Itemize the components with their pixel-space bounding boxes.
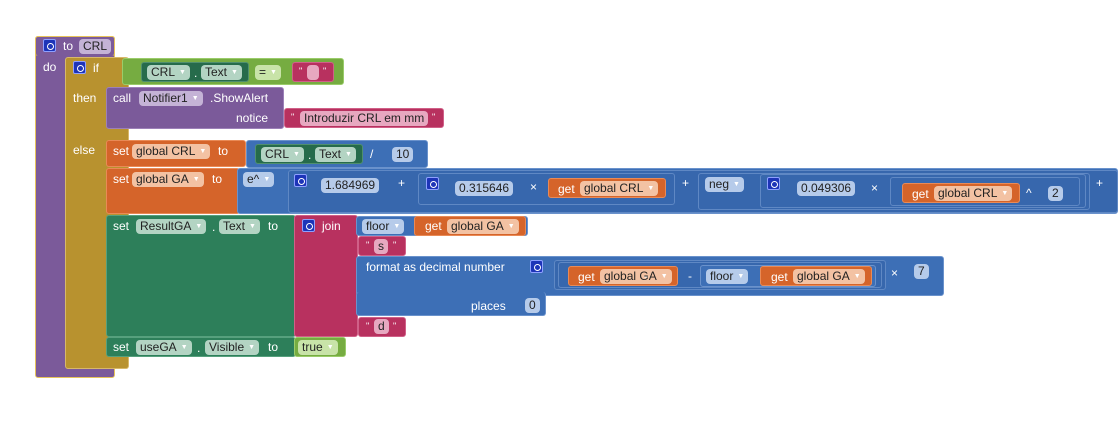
join-block[interactable]	[294, 215, 358, 337]
set-label: set	[113, 172, 130, 186]
notice-text-field[interactable]: Introduzir CRL em mm	[300, 111, 429, 126]
quote-close: "	[323, 66, 327, 76]
power-operator: ^	[1026, 186, 1032, 200]
quote-open: "	[291, 112, 295, 122]
global-ga-dropdown[interactable]: global GA▼	[447, 219, 519, 234]
global-ga-dropdown[interactable]: global GA▼	[793, 269, 865, 284]
times-operator: ×	[530, 180, 538, 194]
call-label: call	[113, 91, 132, 105]
product-mutator-gear-icon[interactable]	[767, 177, 780, 190]
global-ga-dropdown[interactable]: global GA▼	[132, 172, 204, 187]
quote-open: "	[366, 321, 370, 331]
text-s-field[interactable]: s	[374, 239, 388, 254]
text-property-dropdown[interactable]: Text▼	[219, 219, 260, 234]
plus-operator: +	[398, 176, 406, 190]
equals-operator-dropdown[interactable]: =▼	[255, 65, 281, 80]
plus-operator: +	[682, 176, 690, 190]
get-label: get	[912, 187, 929, 201]
empty-text-field[interactable]	[307, 65, 319, 80]
times-operator: ×	[871, 181, 879, 195]
format-decimal-label: format as decimal number	[366, 260, 505, 274]
join-mutator-gear-icon[interactable]	[302, 219, 315, 232]
then-label: then	[73, 91, 97, 105]
else-label: else	[73, 143, 96, 157]
dot-separator: .	[197, 341, 201, 355]
divisor-number-field[interactable]: 10	[392, 147, 414, 162]
multiplier-field[interactable]: 7	[914, 264, 929, 279]
notice-label: notice	[236, 111, 269, 125]
to-label: to	[268, 340, 279, 354]
quote-close: "	[393, 240, 397, 250]
resultga-component-dropdown[interactable]: ResultGA▼	[136, 219, 207, 234]
divide-operator: /	[370, 147, 374, 161]
crl-component-dropdown[interactable]: CRL▼	[261, 147, 304, 162]
to-label: to	[268, 219, 279, 233]
set-label: set	[113, 219, 130, 233]
exponent-field[interactable]: 2	[1048, 186, 1063, 201]
to-label: to	[212, 172, 223, 186]
minus-operator-visible: -	[688, 269, 692, 283]
usega-component-dropdown[interactable]: useGA▼	[136, 340, 192, 355]
set-resultga-text-block[interactable]	[106, 215, 296, 337]
product-mutator-gear-icon[interactable]	[426, 177, 439, 190]
sum-mutator-gear-icon[interactable]	[294, 174, 307, 187]
exp-function-dropdown[interactable]: e^▼	[243, 172, 275, 187]
crl-component-dropdown[interactable]: CRL▼	[147, 65, 190, 80]
text-property-dropdown[interactable]: Text▼	[201, 65, 242, 80]
true-dropdown[interactable]: true▼	[298, 340, 338, 355]
dot-separator: .	[194, 66, 198, 80]
if-label: if	[93, 61, 99, 75]
procedure-name-field[interactable]: CRL	[79, 39, 112, 54]
plus-operator: +	[1096, 176, 1104, 190]
do-label: do	[43, 60, 57, 74]
dot-separator: .	[308, 148, 312, 162]
quote-close: "	[393, 321, 397, 331]
times-operator: ×	[891, 266, 899, 280]
floor-function-dropdown[interactable]: floor▼	[362, 219, 405, 234]
const-0049306-field[interactable]: 0.049306	[797, 181, 856, 196]
places-field[interactable]: 0	[525, 298, 540, 313]
floor-function-dropdown[interactable]: floor▼	[706, 269, 749, 284]
procedure-keyword: to	[63, 39, 74, 53]
neg-function-dropdown[interactable]: neg▼	[705, 177, 744, 192]
quote-open: "	[299, 66, 303, 76]
global-crl-dropdown[interactable]: global CRL▼	[580, 181, 659, 196]
set-label: set	[113, 144, 130, 158]
method-name: .ShowAlert	[210, 91, 269, 105]
quote-close: "	[432, 112, 436, 122]
global-crl-dropdown[interactable]: global CRL▼	[132, 144, 211, 159]
mutator-gear-icon[interactable]	[43, 39, 56, 52]
text-property-dropdown[interactable]: Text▼	[315, 147, 356, 162]
global-ga-dropdown[interactable]: global GA▼	[600, 269, 672, 284]
minus-operator: -	[644, 269, 648, 283]
const-1684969-field[interactable]: 1.684969	[321, 178, 380, 193]
get-label: get	[771, 270, 788, 284]
join-label: join	[322, 219, 341, 233]
format-decimal-places-row	[356, 292, 546, 316]
get-label: get	[578, 270, 595, 284]
global-crl-dropdown[interactable]: global CRL▼	[934, 186, 1013, 201]
get-label: get	[558, 182, 575, 196]
get-label: get	[425, 219, 442, 233]
const-0315646-field[interactable]: 0.315646	[455, 181, 514, 196]
dot-separator: .	[212, 220, 216, 234]
quote-open: "	[366, 240, 370, 250]
if-mutator-gear-icon[interactable]	[73, 61, 86, 74]
to-label: to	[218, 144, 229, 158]
visible-property-dropdown[interactable]: Visible▼	[205, 340, 260, 355]
product-mutator-gear-icon[interactable]	[530, 260, 543, 273]
notifier-dropdown[interactable]: Notifier1▼	[139, 91, 203, 106]
text-d-field[interactable]: d	[374, 319, 389, 334]
set-label: set	[113, 340, 130, 354]
places-label: places	[471, 299, 506, 313]
